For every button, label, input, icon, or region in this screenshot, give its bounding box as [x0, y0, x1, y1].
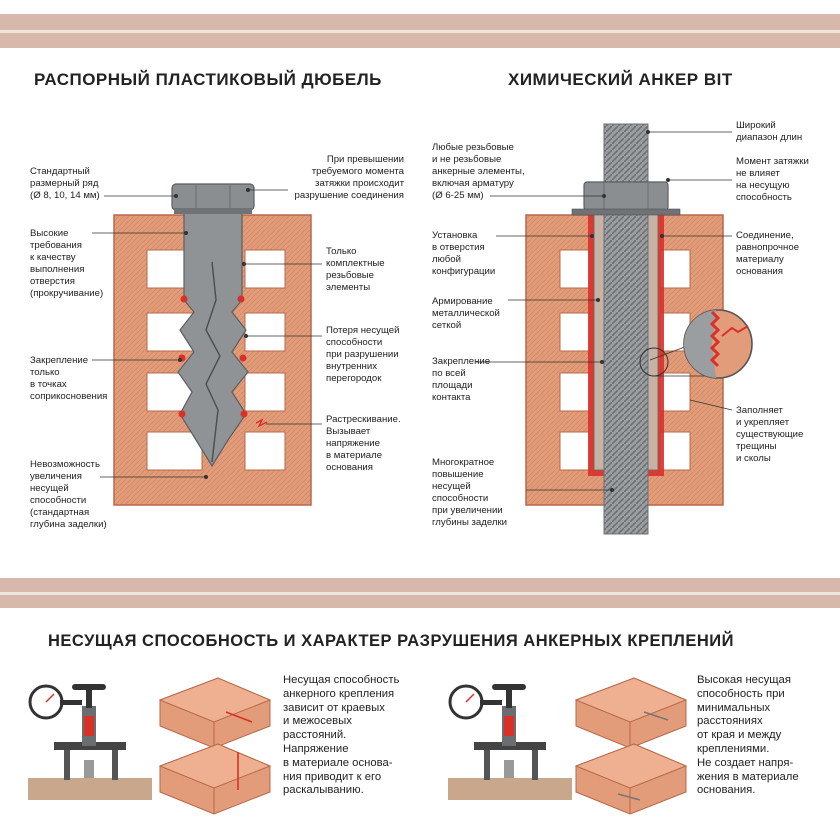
right-panel-title: ХИМИЧЕСКИЙ АНКЕР BIT: [508, 70, 733, 89]
left-leader-lines: [92, 187, 322, 479]
label-torque-no-effect: Момент затяжки не влияет на несущую спос…: [736, 156, 809, 203]
left-bricks: [158, 677, 272, 815]
label-full-area: Закрепление по всей площади контакта: [432, 356, 491, 403]
middle-brick-band: [0, 578, 840, 608]
label-quality: Высокие требования к качеству выполнения…: [30, 228, 104, 299]
label-size-row: Стандартный размерный ряд (Ø 8, 10, 14 м…: [30, 166, 100, 201]
label-any-thread: Любые резьбовые и не резьбовые анкерные …: [432, 142, 525, 201]
label-contact: Закрепление только в точках соприкоснове…: [30, 355, 108, 402]
label-any-hole: Установка в отверстия любой конфигурации: [432, 230, 496, 277]
label-mesh: Армирование металлической сеткой: [432, 296, 500, 331]
right-bricks: [574, 677, 688, 815]
label-complete-only: Только комплектные резьбовые элементы: [326, 246, 385, 293]
label-fills-cracks: Заполняет и укрепляет существующие трещи…: [736, 405, 804, 464]
label-loss: Потеря несущей способности при разрушени…: [326, 325, 400, 384]
label-wide-range: Широкий диапазон длин: [736, 120, 803, 143]
bottom-left-text: Несущая способность анкерного крепления …: [283, 674, 400, 797]
bottom-section-title: НЕСУЩАЯ СПОСОБНОСТЬ И ХАРАКТЕР РАЗРУШЕНИ…: [48, 632, 735, 650]
label-multiple: Многократное повышение несущей способнос…: [432, 457, 508, 528]
crack-magnifier: [639, 309, 753, 379]
left-tester-device: [28, 684, 152, 800]
plastic-dowel: [171, 183, 255, 468]
bottom-right-text: Высокая несущая способность при минималь…: [697, 674, 799, 797]
right-leader-lines: [476, 129, 733, 492]
label-overtorque: При превышении требуемого момента затяжк…: [294, 154, 405, 201]
left-panel-title: РАСПОРНЫЙ ПЛАСТИКОВЫЙ ДЮБЕЛЬ: [34, 70, 382, 89]
label-cracking: Растрескивание. Вызывает напряжение в ма…: [326, 414, 401, 473]
threaded-rod: [571, 123, 681, 535]
label-no-increase: Невозможность увеличения несущей способн…: [30, 459, 107, 530]
label-equal-strength: Соединение, равнопрочное материалу основ…: [736, 230, 800, 277]
top-brick-band: [0, 14, 840, 48]
right-tester-device: [448, 684, 572, 800]
